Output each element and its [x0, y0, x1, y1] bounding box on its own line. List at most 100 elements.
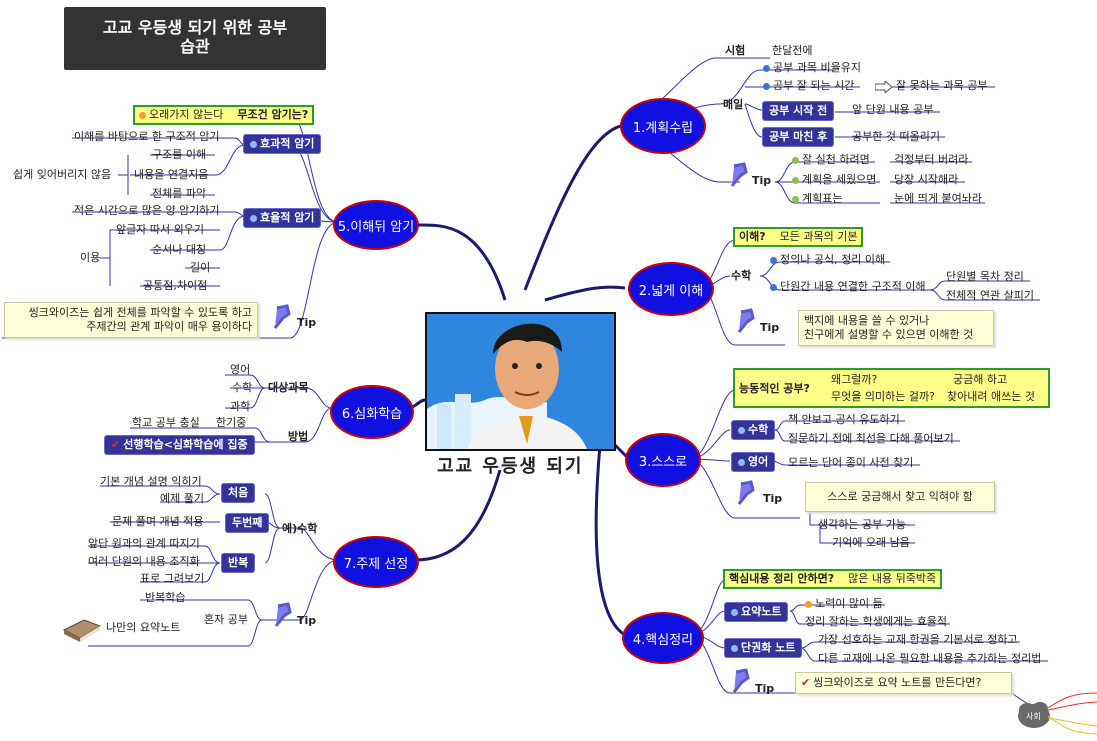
- book-icon: [62, 614, 102, 642]
- bullet-icon: [250, 140, 257, 148]
- b2-math-1-text: 정의나 공식, 정리 이해: [780, 253, 886, 266]
- b5-use-label: 이용: [80, 251, 101, 264]
- b2-math-1: 정의나 공식, 정리 이해: [770, 253, 885, 267]
- branch-topic[interactable]: 7.주제 선정: [333, 536, 419, 588]
- b7-repeat-pill[interactable]: 반복: [221, 553, 256, 573]
- b5-use-4: 공통점,차이점: [143, 279, 208, 292]
- b3-math-label: 수학: [748, 423, 769, 436]
- b4-single-2: 다른 교재에 나온 필요한 내용을 추가하는 정리법: [818, 652, 1042, 665]
- b3-english-label: 영어: [748, 455, 769, 468]
- bullet-icon: [738, 426, 745, 434]
- b6-subject-1: 영어: [230, 363, 251, 376]
- b5-note-line-1: 씽크와이즈는 쉽게 전체를 파악할 수 있도록 하고: [28, 306, 252, 319]
- branch-summary[interactable]: 4.핵심정리: [622, 612, 704, 664]
- b1-tip-1: 잘 실천 하려면: [792, 153, 870, 167]
- b7-first-pill[interactable]: 처음: [221, 483, 256, 503]
- b4-summary-1: 노력이 많이 듦: [805, 597, 883, 611]
- b4-summary-1-text: 노력이 많이 듦: [815, 597, 883, 610]
- b5-question-box: 오래가지 않는다 무조건 암기는?: [133, 105, 315, 125]
- b3-math-2: 질문하기 전에 최선을 다해 풀어보기: [788, 432, 954, 445]
- b7-first-1: 기본 개념 설명 익히기: [100, 475, 202, 488]
- bullet-icon: [139, 111, 146, 119]
- b2-math-2-text: 단원간 내용 연결한 구조적 이해: [780, 280, 926, 293]
- b1-daily-1-text: 공부 과목 비율유지: [773, 61, 861, 74]
- b3-note-1: 생각하는 공부 가능: [818, 518, 906, 531]
- title-line-2: 습관: [180, 37, 210, 56]
- b1-before-study-detail: 앞 단원 내용 공부: [852, 103, 934, 116]
- b4-summary-2: 정리 잘하는 학생에게는 효율적: [805, 615, 948, 628]
- bullet-icon: [792, 195, 799, 203]
- branch-advanced[interactable]: 6.심화학습: [330, 385, 414, 439]
- b3-question-box: 능동적인 공부? 왜그럴까? 무엇을 의미하는 걸까? 궁금해 하고 찾아내려 …: [733, 368, 1050, 408]
- b2-tip-label: Tip: [760, 321, 780, 334]
- b3-english-1: 모르는 단어 종이 사전 찾기: [788, 456, 914, 469]
- center-image: [425, 312, 616, 451]
- b1-before-study-pill[interactable]: 공부 시작 전: [762, 101, 835, 121]
- b4-tip-label: Tip: [755, 682, 775, 695]
- b7-second-pill[interactable]: 두번째: [225, 513, 270, 533]
- b1-daily-2-text: 공부 잘 되는 시간: [773, 79, 855, 92]
- b1-tip-2: 계획을 세웠으면: [792, 173, 876, 187]
- b3-math-pill[interactable]: 수학: [731, 420, 776, 440]
- b1-exam-label: 시험: [725, 44, 746, 57]
- diagram-title: 고교 우등생 되기 위한 공부 습관: [64, 7, 326, 70]
- b4-summary-note-label: 요약노트: [741, 605, 782, 618]
- b3-english-pill[interactable]: 영어: [731, 452, 776, 472]
- b3-math-1: 책 안보고 공식 유도하기: [788, 413, 900, 426]
- b4-single-note-pill[interactable]: 단권화 노트: [724, 638, 803, 658]
- b6-method-2-pill[interactable]: ✔선행학습<심화학습에 집중: [104, 435, 255, 455]
- b5-use-2: 순서나 대칭: [152, 243, 207, 256]
- b5-tip-label: Tip: [297, 316, 317, 329]
- b5-question: 오래가지 않는다: [149, 108, 224, 121]
- b4-tip-note: ✔씽크와이즈로 요약 노트를 만든다면?: [795, 672, 1012, 694]
- b1-after-study-pill[interactable]: 공부 마친 후: [762, 127, 835, 147]
- b3-q3: 궁금해 하고: [953, 373, 1008, 386]
- b5-efficient-label: 효율적 암기: [260, 211, 315, 224]
- bullet-icon: [792, 156, 799, 164]
- b3-note-2: 기억에 오래 남음: [832, 536, 910, 549]
- b3-q2: 무엇을 의미하는 걸까?: [831, 390, 935, 403]
- b5-effective-pill[interactable]: 효과적 암기: [243, 134, 322, 154]
- b2-note-line-2: 친구에게 설명할 수 있으면 이해한 것: [804, 328, 974, 341]
- branch-plan[interactable]: 1.계획수립: [620, 98, 706, 154]
- b4-summary-note-pill[interactable]: 요약노트: [724, 602, 789, 622]
- branch-understand[interactable]: 2.넓게 이해: [628, 262, 714, 316]
- b5-effective-label: 효과적 암기: [260, 137, 315, 150]
- b5-efficient-pill[interactable]: 효율적 암기: [243, 208, 322, 228]
- b7-second-1: 문제 풀며 개념 적용: [112, 515, 204, 528]
- b3-tip-note: 스스로 궁금해서 찾고 익혀야 함: [805, 482, 995, 512]
- b2-question: 이해?: [739, 230, 766, 243]
- b4-single-1: 가장 선호하는 교재 한권을 기본서로 정하고: [818, 633, 1018, 646]
- pushpin-icon: [735, 480, 757, 506]
- b4-single-note-label: 단권화 노트: [741, 641, 796, 654]
- b6-subject-3: 과학: [230, 400, 251, 413]
- b3-q4: 찾아내려 애쓰는 것: [947, 390, 1035, 403]
- b4-cloud-label: 사회: [1026, 712, 1041, 721]
- branch-self[interactable]: 3.스스로: [625, 433, 701, 487]
- b7-repeat-2: 여러 단원의 내용 조직화: [88, 555, 200, 568]
- b1-tip-2-text: 계획을 세웠으면: [802, 173, 877, 186]
- b4-question: 핵심내용 정리 안하면?: [729, 572, 835, 585]
- b2-question-value: 모든 과목의 기본: [779, 230, 858, 243]
- b7-repeat-3: 표로 그려보기: [140, 572, 205, 585]
- b2-math-2b: 전체적 연관 살피기: [946, 289, 1034, 302]
- sub-map-links: [1048, 692, 1097, 735]
- center-topic[interactable]: 고교 우등생 되기: [437, 456, 584, 477]
- b5-forget-3: 전체를 파악: [152, 187, 207, 200]
- bullet-icon: [805, 600, 812, 608]
- b4-tip-note-text: 씽크와이즈로 요약 노트를 만든다면?: [813, 676, 982, 689]
- b1-tip-3-detail: 눈에 띄게 붙여놔라: [894, 192, 982, 205]
- b1-exam-value: 한달전에: [772, 44, 813, 57]
- b6-method-1: 학교 공부 충실: [132, 416, 200, 429]
- bullet-icon: [770, 283, 777, 291]
- b6-subject-2: 수학: [232, 381, 253, 394]
- b7-solo-label: 혼자 공부: [204, 613, 248, 626]
- pushpin-icon: [271, 304, 293, 330]
- branch-memorize[interactable]: 5.이해뒤 암기: [333, 200, 419, 250]
- b3-question: 능동적인 공부?: [739, 382, 810, 395]
- bullet-icon: [731, 608, 738, 616]
- b7-solo-1: 반복학습: [145, 591, 186, 604]
- bullet-icon: [763, 82, 770, 90]
- b1-tip-3: 계획표는: [792, 192, 842, 206]
- b2-question-box: 이해? 모든 과목의 기본: [733, 227, 864, 247]
